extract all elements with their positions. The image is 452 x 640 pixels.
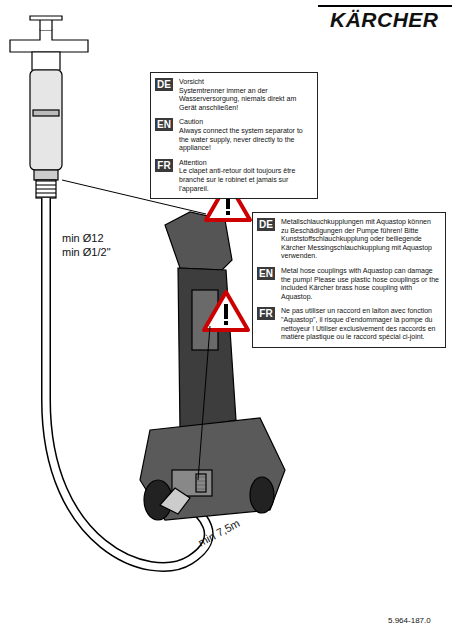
brand-logo: KÄRCHER [330,8,439,32]
warning-text-group: CautionAlways connect the system separat… [179,118,311,152]
dimension-label: min Ø12 [62,232,104,244]
language-badge: EN [155,118,173,131]
part-number: 5.964-187.0 [388,616,431,625]
warning-text: Always connect the system separator to t… [179,127,311,153]
language-badge: DE [257,218,275,231]
water-tap [10,16,88,70]
warning-text: Caution [179,118,311,127]
leader-line [198,326,210,480]
language-badge: DE [155,78,173,91]
header-rule [318,5,452,7]
warning-text-group: AttentionLe clapet anti-retour doit touj… [179,159,311,193]
warning-text-group: VorsichtSystemtrenner immer an der Wasse… [179,78,311,112]
warning-box: DE Metallschlauchkupplungen mit Aquastop … [252,212,446,348]
language-row: FR AttentionLe clapet anti-retour doit to… [155,159,311,193]
language-row: EN Metal hose couplings with Aquastop can… [257,267,439,301]
warning-text-group: Ne pas utiliser un raccord en laiton ave… [281,307,439,341]
language-row: DE Metallschlauchkupplungen mit Aquastop … [257,218,439,261]
language-row: FR Ne pas utiliser un raccord en laiton a… [257,307,439,341]
language-badge: EN [257,267,275,280]
language-row: EN CautionAlways connect the system separ… [155,118,311,152]
warning-text-group: Metal hose couplings with Aquastop can d… [281,267,439,301]
warning-text: Le clapet anti-retour doit toujours être… [179,167,311,193]
system-separator [30,70,62,198]
warning-box: DE VorsichtSystemtrenner immer an der Was… [150,72,318,199]
language-badge: FR [155,159,173,172]
warning-text-group: Metallschlauchkupplungen mit Aquastop kö… [281,218,439,261]
language-badge: FR [257,307,275,320]
language-row: DE VorsichtSystemtrenner immer an der Was… [155,78,311,112]
warning-text: Systemtrenner immer an der Wasserversorg… [179,87,311,113]
warning-text: Ne pas utiliser un raccord en laiton ave… [281,307,439,341]
dimension-label: min Ø1/2" [62,246,111,258]
warning-text: Attention [179,159,311,168]
warning-text: Metal hose couplings with Aquastop can d… [281,267,439,301]
warning-triangle [204,292,248,330]
warning-text: Vorsicht [179,78,311,87]
warning-text: Metallschlauchkupplungen mit Aquastop kö… [281,218,439,261]
